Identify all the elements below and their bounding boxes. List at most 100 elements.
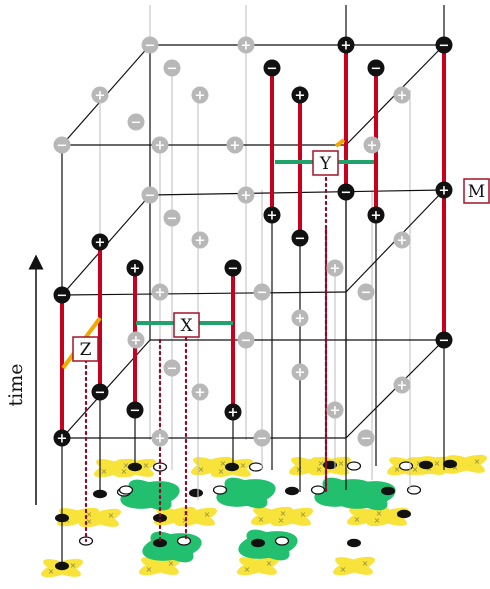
node-circle bbox=[435, 331, 453, 349]
yellow-plaquette bbox=[349, 507, 387, 525]
node-circle bbox=[191, 383, 209, 401]
node-circle bbox=[127, 331, 145, 349]
node-circle bbox=[126, 401, 144, 419]
data-qubit-filled bbox=[347, 538, 361, 548]
y-operator-label: Y bbox=[312, 150, 339, 176]
data-qubit-open bbox=[406, 485, 422, 495]
node-circle bbox=[151, 429, 169, 447]
node-circle bbox=[163, 359, 181, 377]
plus-sign: + bbox=[155, 139, 166, 154]
plus-sign: + bbox=[228, 406, 239, 421]
data-qubit-filled bbox=[225, 462, 239, 472]
node-circle bbox=[224, 403, 242, 421]
data-qubit-filled bbox=[251, 538, 265, 548]
node-circle bbox=[53, 136, 71, 154]
plus-sign: + bbox=[95, 236, 106, 251]
yellow-plaquette bbox=[253, 507, 291, 525]
stabilizer-node: + bbox=[53, 429, 71, 447]
node-circle bbox=[237, 186, 255, 204]
node-circle bbox=[163, 59, 181, 77]
minus-sign: − bbox=[95, 386, 106, 401]
plaquette-cross: × bbox=[240, 461, 247, 470]
plaquette-cross: × bbox=[70, 561, 77, 570]
node-circle bbox=[53, 429, 71, 447]
stabilizer-node: + bbox=[291, 86, 309, 104]
faded-stabilizer-node: + bbox=[393, 376, 411, 394]
minus-sign: − bbox=[371, 62, 382, 77]
stabilizer-node: − bbox=[435, 36, 453, 54]
plaquette-cross: × bbox=[362, 559, 369, 568]
yellow-plaquette bbox=[96, 459, 134, 477]
plus-sign: + bbox=[397, 89, 408, 104]
faded-stabilizer-node: − bbox=[53, 136, 71, 154]
node-circle bbox=[126, 259, 144, 277]
data-qubit-open bbox=[398, 461, 414, 471]
plaquette-cross: × bbox=[300, 510, 307, 519]
node-circle bbox=[253, 429, 271, 447]
faded-stabilizer-node: − bbox=[163, 209, 181, 227]
node-circle bbox=[253, 283, 271, 301]
plaquette-cross: × bbox=[258, 515, 265, 524]
stabilizer-node: − bbox=[224, 259, 242, 277]
minus-sign: − bbox=[167, 212, 178, 227]
stabilizer-node: + bbox=[126, 259, 144, 277]
data-qubit-open bbox=[176, 536, 192, 546]
plaquette-cross: × bbox=[280, 509, 287, 518]
node-circle bbox=[367, 59, 385, 77]
stabilizer-node: + bbox=[91, 233, 109, 251]
node-circle bbox=[91, 86, 109, 104]
spacetime-cube-edges bbox=[61, 44, 445, 439]
green-plaquette bbox=[246, 529, 290, 561]
node-circle bbox=[357, 429, 375, 447]
minus-sign: − bbox=[267, 62, 278, 77]
svg-text:Z: Z bbox=[80, 340, 92, 360]
node-circle bbox=[127, 113, 145, 131]
stabilizer-node: − bbox=[263, 59, 281, 77]
faded-stabilizer-node: − bbox=[141, 36, 159, 54]
plaquette-cross: × bbox=[318, 459, 325, 468]
plaquette-cross: × bbox=[204, 510, 211, 519]
plaquette-cross: × bbox=[143, 461, 150, 470]
svg-text:M: M bbox=[468, 182, 485, 202]
minus-sign: − bbox=[57, 289, 68, 304]
data-qubit-open bbox=[274, 536, 290, 546]
faded-stabilizer-node: + bbox=[393, 86, 411, 104]
faded-stabilizer-node: + bbox=[151, 429, 169, 447]
y-operator-link-orange bbox=[334, 138, 346, 148]
node-circle bbox=[435, 36, 453, 54]
plus-sign: + bbox=[397, 379, 408, 394]
faded-stabilizer-node: + bbox=[393, 231, 411, 249]
plus-sign: + bbox=[131, 334, 142, 349]
node-circle bbox=[337, 36, 355, 54]
minus-sign: − bbox=[145, 189, 156, 204]
faded-stabilizer-node: + bbox=[237, 36, 255, 54]
time-axis-label: time bbox=[5, 364, 27, 407]
z-operator-label: Z bbox=[72, 336, 99, 362]
node-circle bbox=[163, 209, 181, 227]
data-qubit-open bbox=[212, 485, 228, 495]
minus-sign: − bbox=[361, 286, 372, 301]
svg-text:Y: Y bbox=[319, 154, 332, 174]
data-qubit-open bbox=[118, 485, 134, 495]
plus-sign: + bbox=[371, 209, 382, 224]
faded-stabilizer-node: + bbox=[326, 401, 344, 419]
yellow-plaquette bbox=[156, 507, 194, 525]
node-circle bbox=[141, 36, 159, 54]
plaquette-cross: × bbox=[146, 565, 153, 574]
node-circle bbox=[291, 229, 309, 247]
faded-stabilizer-node: + bbox=[291, 309, 309, 327]
faded-stabilizer-node: − bbox=[357, 429, 375, 447]
plus-sign: + bbox=[230, 139, 241, 154]
plus-sign: + bbox=[295, 366, 306, 381]
plaquette-cross: × bbox=[374, 516, 381, 525]
faded-stabilizer-node: − bbox=[127, 113, 145, 131]
stabilizer-node: − bbox=[367, 59, 385, 77]
yellow-plaquette bbox=[239, 557, 277, 575]
minus-sign: − bbox=[57, 139, 68, 154]
faded-stabilizer-node: + bbox=[127, 331, 145, 349]
stabilizer-node: − bbox=[337, 183, 355, 201]
node-circle bbox=[224, 259, 242, 277]
plus-sign: + bbox=[341, 39, 352, 54]
plaquette-cross: × bbox=[412, 465, 419, 474]
